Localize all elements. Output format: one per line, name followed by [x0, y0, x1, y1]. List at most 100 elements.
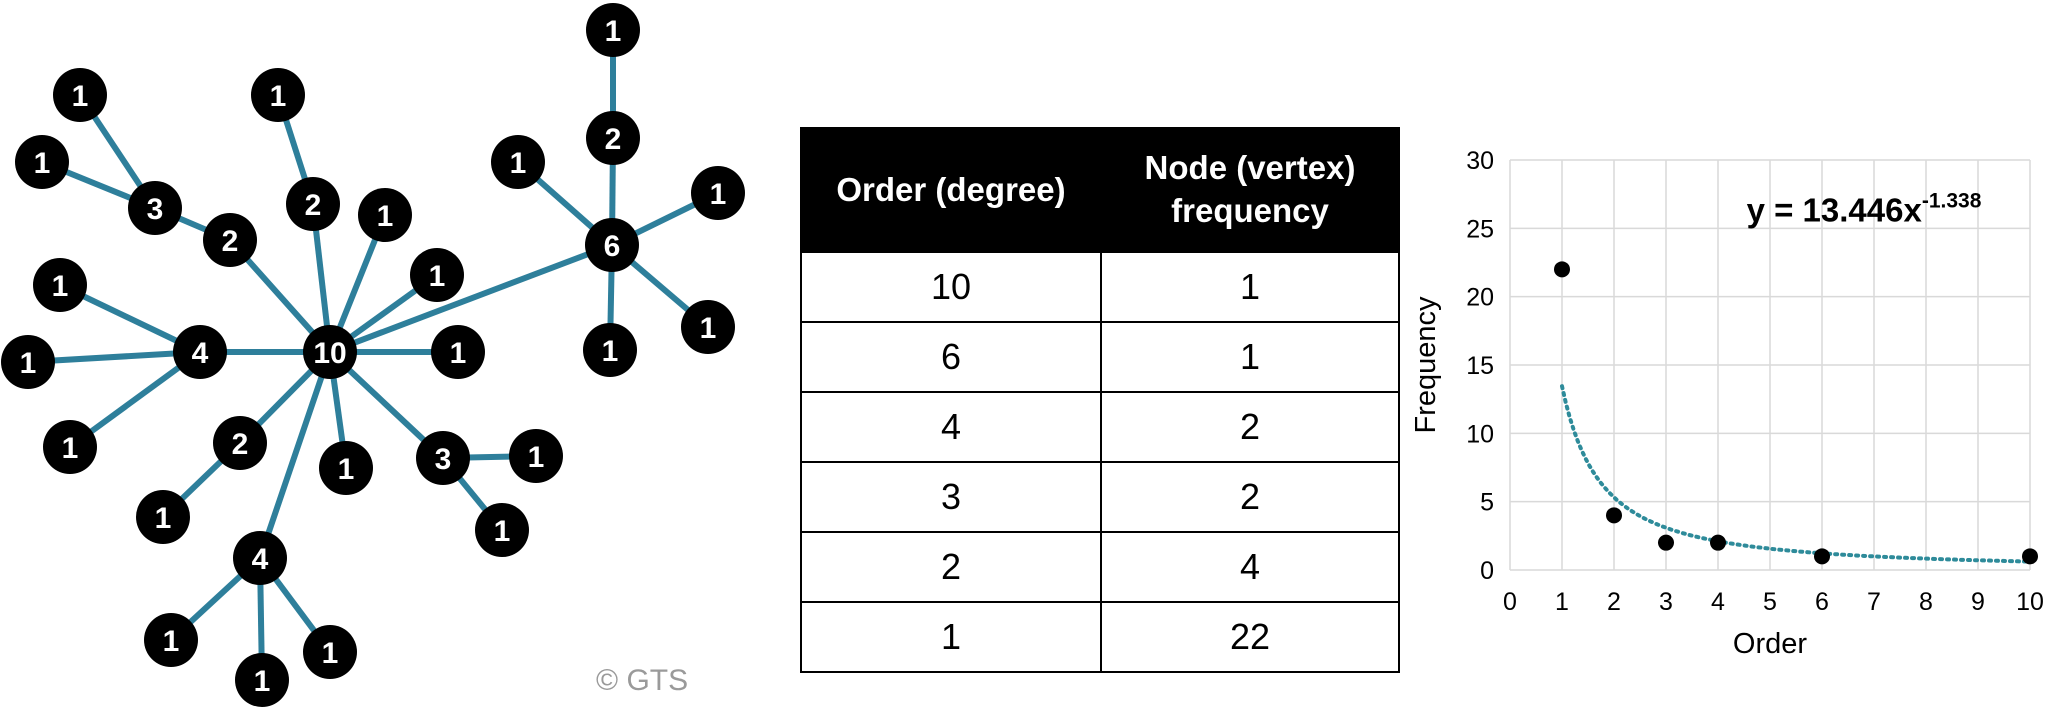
graph-node-l2: 1: [15, 135, 69, 189]
graph-edge: [328, 242, 614, 355]
y-tick-label: 10: [1466, 420, 1494, 448]
graph-node-l20: 1: [235, 653, 289, 707]
cell-order: 4: [800, 391, 1102, 463]
node-label: 1: [34, 147, 51, 180]
node-label: 1: [494, 515, 511, 548]
node-label: 10: [313, 337, 346, 370]
graph-node-n2a: 2: [203, 213, 257, 267]
graph-node-n3a: 3: [128, 181, 182, 235]
data-point: [1814, 548, 1830, 565]
graph-node-l7: 1: [33, 258, 87, 312]
table-header-row: Order (degree)Node (vertex)frequency: [800, 127, 1400, 253]
node-label: 1: [155, 502, 172, 535]
graph-node-l18: 1: [136, 490, 190, 544]
x-axis-label: Order: [1733, 628, 1807, 660]
node-label: 1: [605, 15, 622, 48]
node-label: 2: [605, 123, 622, 156]
cell-order: 6: [800, 321, 1102, 393]
node-label: 1: [322, 637, 339, 670]
graph-node-l5: 1: [410, 248, 464, 302]
x-tick-label: 10: [2016, 588, 2044, 616]
x-tick-label: 4: [1711, 588, 1725, 616]
y-tick-label: 0: [1480, 557, 1494, 585]
graph-edge: [257, 351, 333, 559]
copyright-label: © GTS: [596, 664, 689, 697]
node-label: 1: [62, 432, 79, 465]
node-label: 1: [377, 200, 394, 233]
graph-node-l15: 1: [509, 429, 563, 483]
graph-node-l11: 1: [491, 135, 545, 189]
chart-gridlines: [1509, 159, 2031, 571]
node-label: 1: [20, 347, 37, 380]
header-node-frequency: Node (vertex)frequency: [1100, 127, 1400, 253]
node-label: 4: [252, 543, 269, 576]
node-label: 6: [604, 230, 621, 263]
graph-node-n6: 6: [585, 218, 639, 272]
graph-node-l12: 1: [691, 166, 745, 220]
graph-node-n4b: 4: [233, 531, 287, 585]
data-point: [1554, 261, 1570, 278]
cell-frequency: 22: [1100, 601, 1400, 673]
node-label: 1: [72, 80, 89, 113]
graph-node-l10: 1: [586, 3, 640, 57]
power-trendline: [1560, 384, 2032, 564]
x-tick-label: 6: [1815, 588, 1829, 616]
node-label: 1: [163, 625, 180, 658]
y-tick-label: 5: [1480, 489, 1494, 517]
x-tick-label: 0: [1503, 588, 1517, 616]
node-label: 2: [305, 189, 322, 222]
node-label: 2: [232, 428, 249, 461]
node-label: 1: [710, 178, 727, 211]
graph-node-l4: 1: [358, 188, 412, 242]
node-label: 3: [435, 443, 452, 476]
graph-node-l6: 1: [431, 325, 485, 379]
trendline-equation: y = 13.446x-1.338: [1747, 190, 1982, 229]
graph-node-l16: 1: [475, 503, 529, 557]
node-label: 1: [338, 453, 355, 486]
data-point: [2022, 548, 2038, 565]
node-label: 3: [147, 193, 164, 226]
graph-node-l9: 1: [43, 420, 97, 474]
graph-node-l19: 1: [144, 613, 198, 667]
graph-node-n10: 10: [303, 325, 357, 379]
graph-edge: [27, 349, 201, 365]
graph-node-n4a: 4: [173, 325, 227, 379]
node-label: 2: [222, 225, 239, 258]
node-label: 1: [700, 312, 717, 345]
node-label: 1: [429, 260, 446, 293]
cell-frequency: 4: [1100, 531, 1400, 603]
graph-node-l8: 1: [1, 335, 55, 389]
y-tick-label: 20: [1466, 284, 1494, 312]
graph-node-n2d: 2: [586, 111, 640, 165]
data-point: [1606, 507, 1622, 524]
cell-frequency: 1: [1100, 321, 1400, 393]
data-point: [1658, 534, 1674, 551]
x-tick-label: 5: [1763, 588, 1777, 616]
graph-node-l21: 1: [303, 625, 357, 679]
node-label: 1: [450, 337, 467, 370]
graph-node-n3b: 3: [416, 431, 470, 485]
graph-node-l1: 1: [53, 68, 107, 122]
graph-node-n2c: 2: [213, 416, 267, 470]
x-tick-label: 1: [1555, 588, 1569, 616]
y-tick-label: 25: [1466, 215, 1494, 243]
graph-node-l17: 1: [319, 441, 373, 495]
y-axis-label: Frequency: [1410, 296, 1442, 434]
graph-node-n2b: 2: [286, 177, 340, 231]
x-tick-label: 3: [1659, 588, 1673, 616]
node-label: 1: [52, 270, 69, 303]
graph-node-l14: 1: [583, 323, 637, 377]
x-tick-label: 8: [1919, 588, 1933, 616]
